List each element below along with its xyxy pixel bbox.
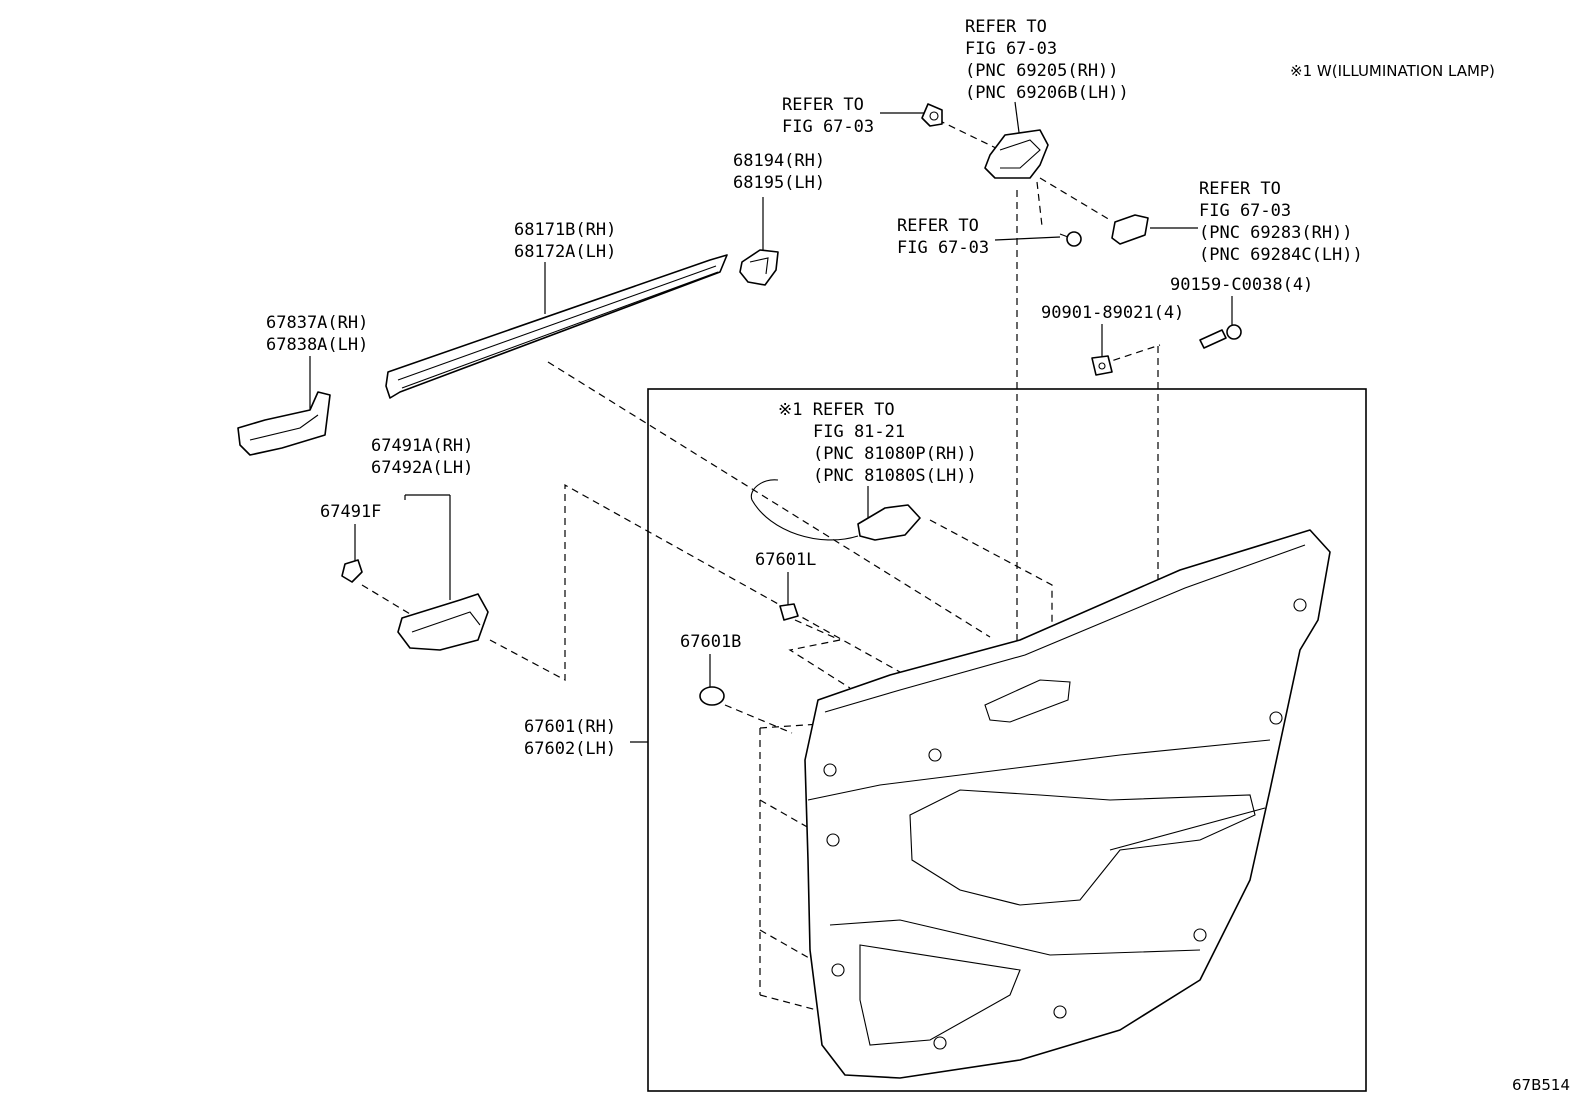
part-90159-label: 90159-C0038(4): [1170, 275, 1313, 295]
svg-text:REFER TO: REFER TO: [1199, 179, 1281, 199]
pad-67601B-part: [699, 686, 725, 706]
refer-screw-part: [1059, 231, 1082, 247]
weatherstrip-68171-part: [385, 254, 728, 399]
refer-bezel-label: REFER TO FIG 67-03 (PNC 69283(RH)) (PNC …: [1199, 179, 1363, 265]
diagram-id: 67B514: [1512, 1076, 1570, 1094]
svg-text:(PNC 69206B(LH)): (PNC 69206B(LH)): [965, 83, 1129, 103]
svg-text:FIG 67-03: FIG 67-03: [897, 238, 989, 258]
svg-text:(PNC 81080S(LH)): (PNC 81080S(LH)): [813, 466, 977, 486]
part-67491F-label: 67491F: [320, 502, 381, 522]
bracket-68194-part: [739, 249, 779, 286]
svg-text:68172A(LH): 68172A(LH): [514, 242, 616, 262]
refer-screw-label: REFER TO FIG 67-03: [897, 216, 989, 258]
assembly-frame: [647, 388, 1367, 1092]
refer-handle-label: REFER TO FIG 67-03 (PNC 69205(RH)) (PNC …: [965, 17, 1129, 103]
svg-text:67491A(RH): 67491A(RH): [371, 436, 473, 456]
svg-text:FIG 67-03: FIG 67-03: [1199, 201, 1291, 221]
part-67491-label: 67491A(RH) 67492A(LH): [371, 436, 473, 478]
clip-67491F-part: [341, 559, 363, 583]
handle-bezel-part: [1111, 214, 1149, 245]
part-68194-label: 68194(RH) 68195(LH): [733, 151, 825, 193]
svg-text:REFER TO: REFER TO: [782, 95, 864, 115]
svg-text:67601(RH): 67601(RH): [524, 717, 616, 737]
bracket-67837-part: [237, 391, 331, 456]
part-67601L-label: 67601L: [755, 550, 816, 570]
part-67601B-label: 67601B: [680, 632, 741, 652]
svg-text:67492A(LH): 67492A(LH): [371, 458, 473, 478]
refer-clip-part: [921, 103, 943, 127]
screw-90159-part: [1199, 324, 1242, 349]
part-67837-label: 67837A(RH) 67838A(LH): [266, 313, 368, 355]
nut-90901-part: [1091, 355, 1113, 376]
clip-67601L-part: [779, 603, 799, 621]
lamp-refer-label: ※1 REFER TO FIG 81-21 (PNC 81080P(RH)) (…: [778, 400, 977, 486]
part-67601-label: 67601(RH) 67602(LH): [524, 717, 616, 759]
svg-text:67837A(RH): 67837A(RH): [266, 313, 368, 333]
svg-text:68171B(RH): 68171B(RH): [514, 220, 616, 240]
svg-text:68195(LH): 68195(LH): [733, 173, 825, 193]
armrest-67491-part: [397, 593, 489, 651]
svg-text:REFER TO: REFER TO: [897, 216, 979, 236]
refer-clip-label: REFER TO FIG 67-03: [782, 95, 874, 137]
svg-text:FIG 67-03: FIG 67-03: [782, 117, 874, 137]
svg-text:FIG 81-21: FIG 81-21: [813, 422, 905, 442]
svg-text:(PNC 69284C(LH)): (PNC 69284C(LH)): [1199, 245, 1363, 265]
svg-text:(PNC 81080P(RH)): (PNC 81080P(RH)): [813, 444, 977, 464]
svg-text:REFER TO: REFER TO: [965, 17, 1047, 37]
svg-text:68194(RH): 68194(RH): [733, 151, 825, 171]
door-trim-panel-part: [804, 529, 1331, 1079]
lamp-wire-part: [750, 479, 921, 541]
svg-text:(PNC 69283(RH)): (PNC 69283(RH)): [1199, 223, 1353, 243]
illumination-lamp-note: ※1 W(ILLUMINATION LAMP): [1290, 62, 1495, 80]
svg-text:FIG 67-03: FIG 67-03: [965, 39, 1057, 59]
leader-lines: [309, 101, 1233, 743]
svg-text:※1 REFER TO: ※1 REFER TO: [778, 400, 895, 420]
part-90901-label: 90901-89021(4): [1041, 303, 1184, 323]
svg-text:67602(LH): 67602(LH): [524, 739, 616, 759]
part-68171-label: 68171B(RH) 68172A(LH): [514, 220, 616, 262]
inside-handle-part: [984, 129, 1049, 179]
svg-text:67838A(LH): 67838A(LH): [266, 335, 368, 355]
svg-text:(PNC 69205(RH)): (PNC 69205(RH)): [965, 61, 1119, 81]
